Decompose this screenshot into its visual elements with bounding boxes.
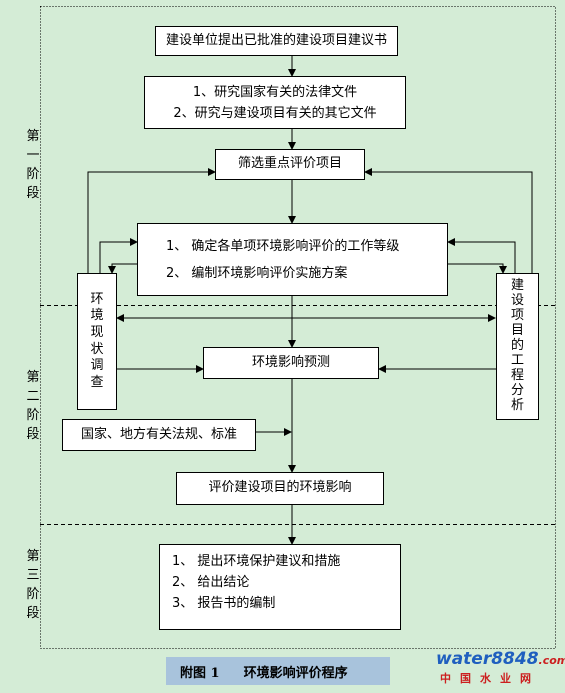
evaluation-box: 评价建设项目的环境影响 xyxy=(176,472,384,505)
proposal-text: 建设单位提出已批准的建设项目建议书 xyxy=(165,32,387,48)
watermark-bottom: 中国水业网 xyxy=(440,672,540,685)
grade-box: 1、 确定各单项环境影响评价的工作等级 2、 编制环境影响评价实施方案 xyxy=(137,223,448,296)
stage-2-label: 第二阶段 xyxy=(26,370,40,442)
final-box: 1、 提出环境保护建议和措施 2、 给出结论 3、 报告书的编制 xyxy=(159,544,401,630)
final-line-1: 1、 提出环境保护建议和措施 xyxy=(172,554,341,569)
prediction-box: 环境影响预测 xyxy=(203,347,379,379)
caption-title: 环境影响评价程序 xyxy=(243,665,348,681)
regulations-box: 国家、地方有关法规、标准 xyxy=(62,419,256,451)
figure-caption: 附图 1 环境影响评价程序 xyxy=(166,657,390,685)
engineering-box: 建设项目的工程分析 xyxy=(496,273,539,420)
prediction-text: 环境影响预测 xyxy=(251,354,330,370)
survey-box: 环境现状调查 xyxy=(77,273,117,410)
engineering-text: 建设项目的工程分析 xyxy=(510,278,524,413)
outer-frame xyxy=(40,6,556,649)
watermark-logo: water8848.com 中国水业网 xyxy=(436,649,565,689)
survey-text: 环境现状调查 xyxy=(90,291,104,390)
evaluation-text: 评价建设项目的环境影响 xyxy=(208,480,352,496)
study-box: 1、研究国家有关的法律文件 2、研究与建设项目有关的其它文件 xyxy=(144,76,406,129)
watermark-top: water8848 xyxy=(436,649,539,669)
grade-line-2: 2、 编制环境影响评价实施方案 xyxy=(166,265,348,281)
screening-box: 筛选重点评价项目 xyxy=(215,149,365,180)
proposal-box: 建设单位提出已批准的建设项目建议书 xyxy=(155,26,398,56)
study-line-2: 2、研究与建设项目有关的其它文件 xyxy=(173,105,377,121)
grade-line-1: 1、 确定各单项环境影响评价的工作等级 xyxy=(166,239,400,254)
stage-3-label: 第三阶段 xyxy=(26,549,40,621)
final-line-3: 3、 报告书的编制 xyxy=(172,596,276,612)
screening-text: 筛选重点评价项目 xyxy=(237,156,342,172)
caption-label: 附图 1 xyxy=(180,665,220,681)
final-line-2: 2、 给出结论 xyxy=(172,575,250,591)
study-line-1: 1、研究国家有关的法律文件 xyxy=(192,85,358,100)
watermark-wordmark: water8848.com xyxy=(436,649,565,669)
watermark-domain: .com xyxy=(538,654,565,667)
regulations-text: 国家、地方有关法规、标准 xyxy=(80,426,237,442)
stage-1-label: 第一阶段 xyxy=(26,129,40,201)
